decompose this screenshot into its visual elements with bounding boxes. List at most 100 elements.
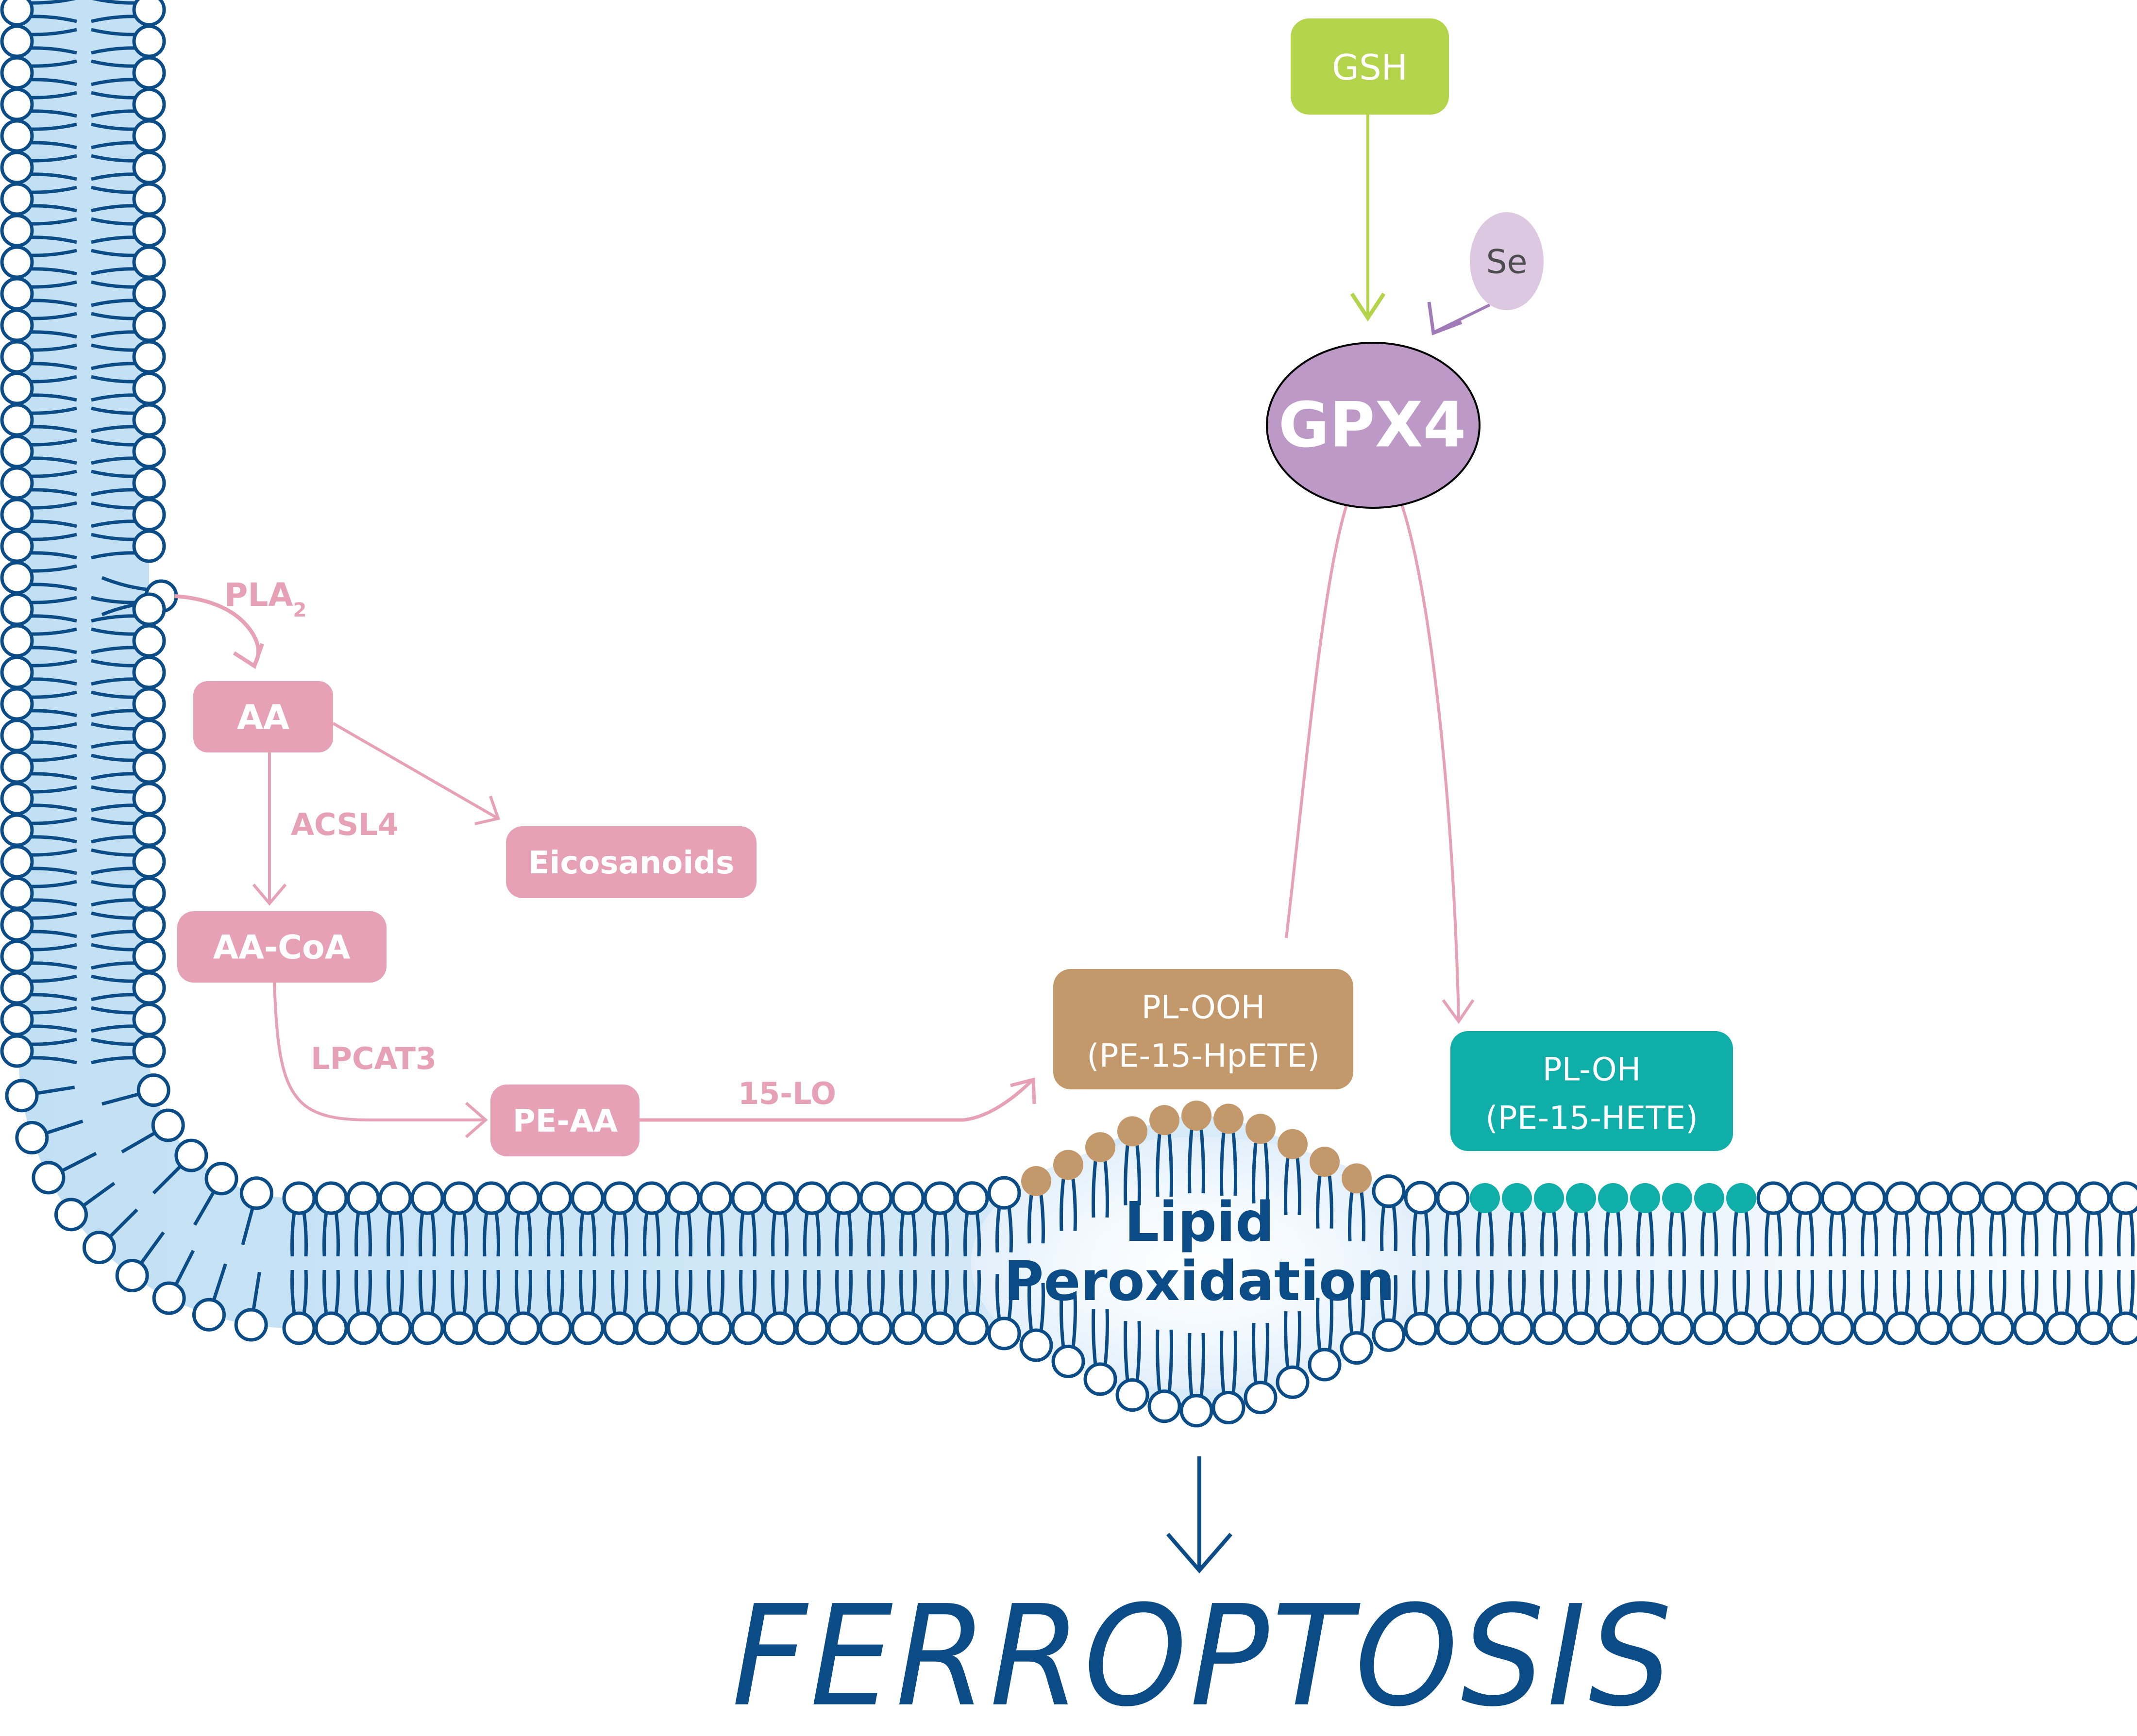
lipid-head	[1051, 1344, 1085, 1378]
lipid-tail	[1733, 1212, 1738, 1257]
cell-membrane	[0, 0, 2137, 1428]
lipid-head	[234, 1308, 268, 1342]
lipid-head	[132, 182, 166, 216]
lipid-tail	[1380, 1275, 1386, 1321]
node-pe-aa[interactable]: PE-AA	[490, 1085, 639, 1156]
lipid-tail	[494, 1212, 500, 1257]
lipid-tail	[30, 78, 77, 86]
lipid-tail	[675, 1212, 681, 1257]
lipid-tail	[1680, 1212, 1686, 1257]
lipid-head	[2077, 1181, 2111, 1215]
lipid-tail	[1572, 1269, 1578, 1315]
node-aa[interactable]: AA	[193, 681, 333, 752]
node-gpx4[interactable]: GPX4	[1266, 342, 1481, 509]
lipid-tail	[334, 1269, 340, 1315]
lipid-tail	[1668, 1269, 1674, 1315]
lipid-tail	[30, 249, 77, 257]
lipid-tail	[1071, 1179, 1077, 1231]
lipid-tail	[1604, 1269, 1610, 1315]
arrow-lpcat3	[273, 982, 486, 1121]
lipid-tail	[91, 880, 136, 888]
lipid-tail	[1925, 1269, 1931, 1315]
lipid-tail	[290, 1212, 296, 1257]
lipid-head	[0, 561, 34, 595]
lipid-tail	[719, 1212, 724, 1257]
pl-ooh-box	[1053, 969, 1353, 1089]
lipid-head	[0, 908, 34, 942]
lipid-head	[699, 1311, 733, 1345]
lipid-head	[2013, 1311, 2047, 1345]
lipid-head	[1820, 1311, 1854, 1345]
lipid-tail	[1776, 1269, 1782, 1315]
lipid-head	[0, 340, 34, 374]
lipid-tail	[91, 930, 136, 938]
lipid-head	[0, 24, 34, 58]
lipid-tail	[1476, 1212, 1482, 1257]
lipid-head	[132, 908, 166, 942]
node-pl-oh[interactable]: PL-OH (PE-15-HETE)	[1450, 1031, 1733, 1151]
lipid-head	[204, 1162, 238, 1196]
node-gsh[interactable]: GSH	[1291, 18, 1449, 115]
lipid-tail	[1392, 1275, 1397, 1321]
lipid-head	[132, 782, 166, 816]
lipid-tail	[30, 993, 77, 1002]
node-se[interactable]: Se	[1470, 212, 1544, 310]
lipid-head	[955, 1181, 989, 1215]
lipid-tail	[91, 596, 136, 604]
lipid-tail	[1328, 1298, 1333, 1351]
arrow-gpx4-cycle	[1285, 461, 1460, 1020]
lipid-tail	[1348, 1192, 1354, 1242]
lipid-head	[346, 1181, 380, 1215]
lipid-tail	[1167, 1329, 1173, 1393]
lipid-tail	[30, 406, 77, 415]
lipid-tail	[91, 362, 136, 370]
arrow-eicosanoids-head	[474, 796, 500, 825]
lipid-tail	[430, 1269, 436, 1315]
lipid-head	[1885, 1181, 1918, 1215]
lipid-head	[0, 813, 34, 847]
lipid-tail	[91, 393, 136, 402]
lipid-head	[795, 1311, 829, 1345]
lipid-tail	[2117, 1212, 2123, 1257]
lipid-tail	[1348, 1285, 1354, 1335]
lipid-tail	[91, 501, 136, 510]
lipid-head	[132, 939, 166, 973]
lipid-head	[132, 813, 166, 847]
lipid-tail	[302, 1212, 308, 1257]
lipid-head	[132, 150, 166, 184]
node-aa-coa[interactable]: AA-CoA	[177, 911, 387, 983]
lipid-tail	[30, 217, 77, 226]
gpx4-label: GPX4	[1279, 389, 1466, 462]
lipid-head	[1213, 1103, 1244, 1134]
lipid-tail	[91, 614, 136, 623]
lipid-tail	[1808, 1212, 1814, 1257]
lipid-head	[1756, 1181, 1790, 1215]
lipid-tail	[1039, 1283, 1045, 1332]
lipid-tail	[1316, 1298, 1322, 1351]
lipid-tail	[91, 122, 136, 131]
lipid-tail	[91, 15, 136, 23]
lipid-tail	[1263, 1142, 1269, 1203]
lipid-tail	[1296, 1158, 1301, 1216]
lipid-head	[506, 1181, 540, 1215]
node-pl-ooh[interactable]: PL-OOH (PE-15-HpETE)	[1053, 969, 1353, 1089]
lipid-tail	[771, 1269, 777, 1315]
lipid-tail	[30, 772, 77, 781]
node-eicosanoids[interactable]: Eicosanoids	[506, 826, 757, 898]
lipid-head	[827, 1311, 861, 1345]
lipid-tail	[1392, 1205, 1397, 1252]
lipid-peroxidation-label: Lipid Peroxidation	[1004, 1191, 1395, 1313]
lipid-tail	[91, 898, 136, 907]
lipid-head	[667, 1311, 701, 1345]
lipid-tail	[91, 943, 136, 951]
lipid-tail	[91, 817, 136, 825]
gpx4-ellipse	[1266, 342, 1481, 509]
lipid-tail	[354, 1212, 360, 1257]
lipid-head	[282, 1181, 316, 1215]
lipid-tail	[398, 1269, 404, 1315]
lipid-tail	[1840, 1212, 1846, 1257]
lipid-tail	[2065, 1269, 2070, 1315]
lipid-head	[1596, 1311, 1630, 1345]
lipid-head	[667, 1181, 701, 1215]
lipid-tail	[30, 898, 77, 907]
